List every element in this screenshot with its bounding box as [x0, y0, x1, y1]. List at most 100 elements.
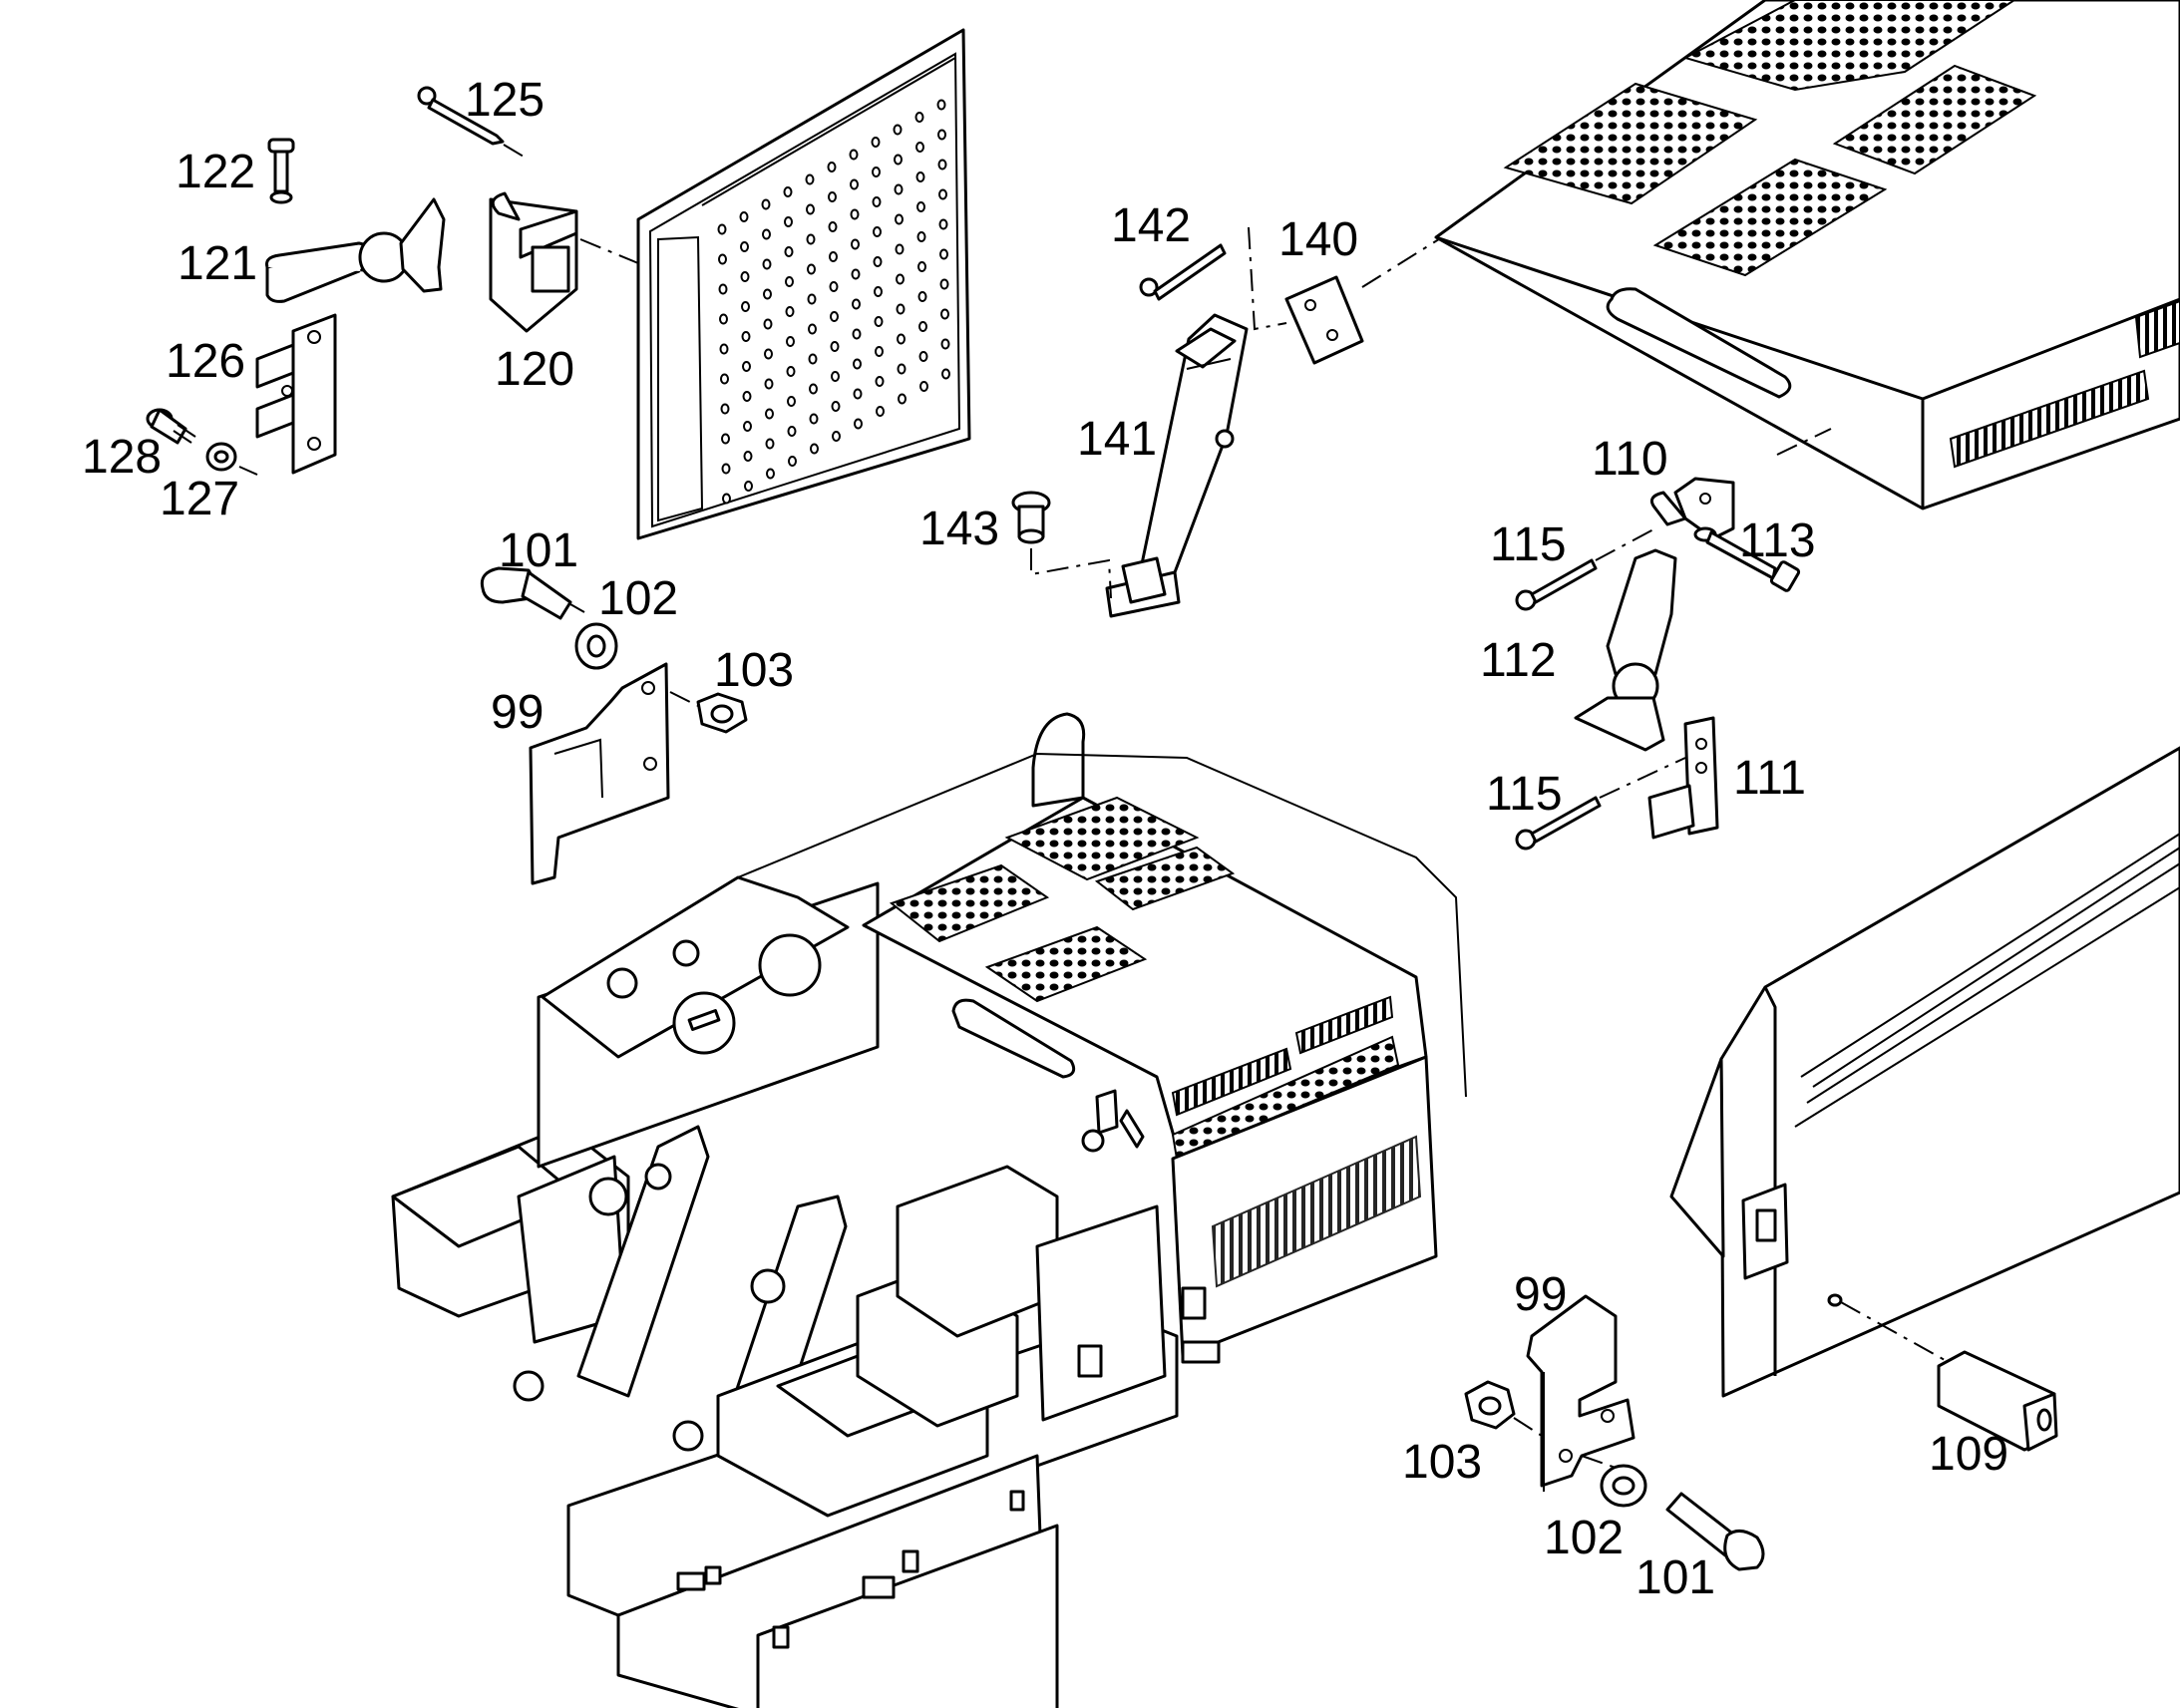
label-101-lower: 101 — [1635, 1551, 1715, 1604]
perforation-hole — [743, 451, 753, 462]
perforation-hole — [788, 456, 797, 467]
perforation-hole — [809, 383, 818, 395]
perforation-hole — [897, 333, 906, 345]
perforation-hole — [938, 188, 947, 200]
perforation-hole — [940, 308, 949, 320]
perforation-hole — [721, 433, 730, 445]
bolt-101-upper — [480, 566, 572, 620]
perforation-hole — [831, 371, 840, 382]
perforation-hole — [918, 321, 927, 332]
perforation-hole — [765, 408, 774, 420]
label-99-lower: 99 — [1514, 1268, 1567, 1321]
perforation-hole — [852, 328, 862, 340]
label-99-upper: 99 — [491, 686, 544, 739]
door-perforations — [717, 99, 950, 505]
perforation-hole — [937, 129, 946, 141]
washer-102-lower — [1600, 1464, 1647, 1508]
perforation-hole — [872, 167, 881, 177]
perforation-hole — [830, 341, 840, 352]
perforation-hole — [741, 331, 751, 342]
perforation-hole — [807, 293, 817, 305]
perforation-hole — [915, 142, 924, 153]
perforation-hole — [852, 298, 861, 310]
perforation-hole — [808, 323, 817, 335]
bracket-99-upper — [529, 662, 670, 885]
perforation-hole — [741, 301, 750, 312]
perforation-hole — [895, 243, 905, 255]
pin-115-upper — [1515, 558, 1598, 611]
perforation-hole — [850, 178, 859, 190]
perforation-hole — [914, 112, 924, 123]
perforation-hole — [786, 336, 795, 347]
perforation-hole — [717, 223, 727, 235]
bolt-128 — [146, 408, 196, 445]
label-102-upper: 102 — [598, 572, 678, 625]
perforation-hole — [719, 313, 728, 325]
perforation-hole — [722, 493, 731, 505]
perforation-hole — [808, 353, 818, 365]
perforation-hole — [875, 376, 885, 387]
perforation-hole — [851, 268, 861, 280]
bracket-126 — [255, 313, 337, 475]
perforation-hole — [827, 162, 837, 172]
perforation-hole — [895, 213, 904, 225]
perforation-hole — [721, 463, 731, 475]
washer-127 — [205, 442, 237, 472]
perforation-hole — [830, 311, 839, 322]
perforation-hole — [831, 401, 841, 412]
perforation-hole — [764, 348, 773, 360]
perforation-hole — [764, 378, 774, 390]
perforation-hole — [784, 216, 793, 227]
label-140: 140 — [1278, 213, 1358, 266]
perforation-hole — [941, 368, 950, 380]
perforation-hole — [894, 183, 904, 195]
bolt-113 — [1693, 526, 1801, 592]
bracket-140 — [1284, 275, 1364, 365]
perforation-hole — [894, 154, 903, 166]
label-141: 141 — [1077, 413, 1157, 466]
perforation-hole — [740, 271, 750, 282]
perforation-hole — [742, 391, 752, 402]
latch-bolt-109 — [1937, 1350, 2058, 1452]
perforation-hole — [740, 241, 749, 252]
perforation-hole — [828, 221, 838, 232]
bracket-111 — [1647, 716, 1719, 840]
perforation-hole — [783, 186, 793, 197]
perforation-hole — [806, 233, 816, 245]
label-125: 125 — [465, 74, 545, 127]
label-102-lower: 102 — [1544, 1512, 1624, 1564]
perforation-hole — [851, 238, 860, 250]
label-110: 110 — [1592, 433, 1668, 486]
pin-142 — [1139, 243, 1227, 301]
perforation-hole — [810, 443, 819, 455]
perforation-hole — [854, 418, 863, 430]
perforation-hole — [873, 256, 883, 267]
perforation-hole — [765, 438, 775, 450]
perforation-hole — [898, 393, 907, 405]
perforation-hole — [744, 481, 753, 492]
perforation-hole — [720, 373, 729, 385]
perforation-hole — [916, 201, 925, 212]
bolt-122 — [267, 138, 295, 204]
perforation-hole — [784, 246, 794, 257]
perforation-hole — [917, 291, 927, 302]
perforation-hole — [805, 173, 815, 185]
perforation-hole — [872, 196, 882, 207]
perforation-hole — [850, 208, 860, 220]
bracket-110 — [1649, 477, 1735, 540]
perforation-hole — [853, 388, 863, 400]
perforation-hole — [742, 361, 751, 372]
perforation-hole — [829, 251, 838, 262]
label-109: 109 — [1929, 1428, 2008, 1481]
label-120: 120 — [495, 343, 574, 396]
perforation-hole — [871, 137, 881, 148]
label-103-upper: 103 — [714, 644, 794, 697]
perforation-hole — [720, 403, 730, 415]
perforation-hole — [939, 278, 949, 290]
part-labels: 122 121 125 120 126 128 127 101 102 103 … — [82, 74, 2008, 1604]
label-101-upper: 101 — [499, 524, 578, 577]
perforation-hole — [939, 248, 948, 260]
perforation-hole — [763, 318, 773, 330]
perforation-hole — [763, 288, 772, 300]
perforation-hole — [875, 346, 884, 357]
